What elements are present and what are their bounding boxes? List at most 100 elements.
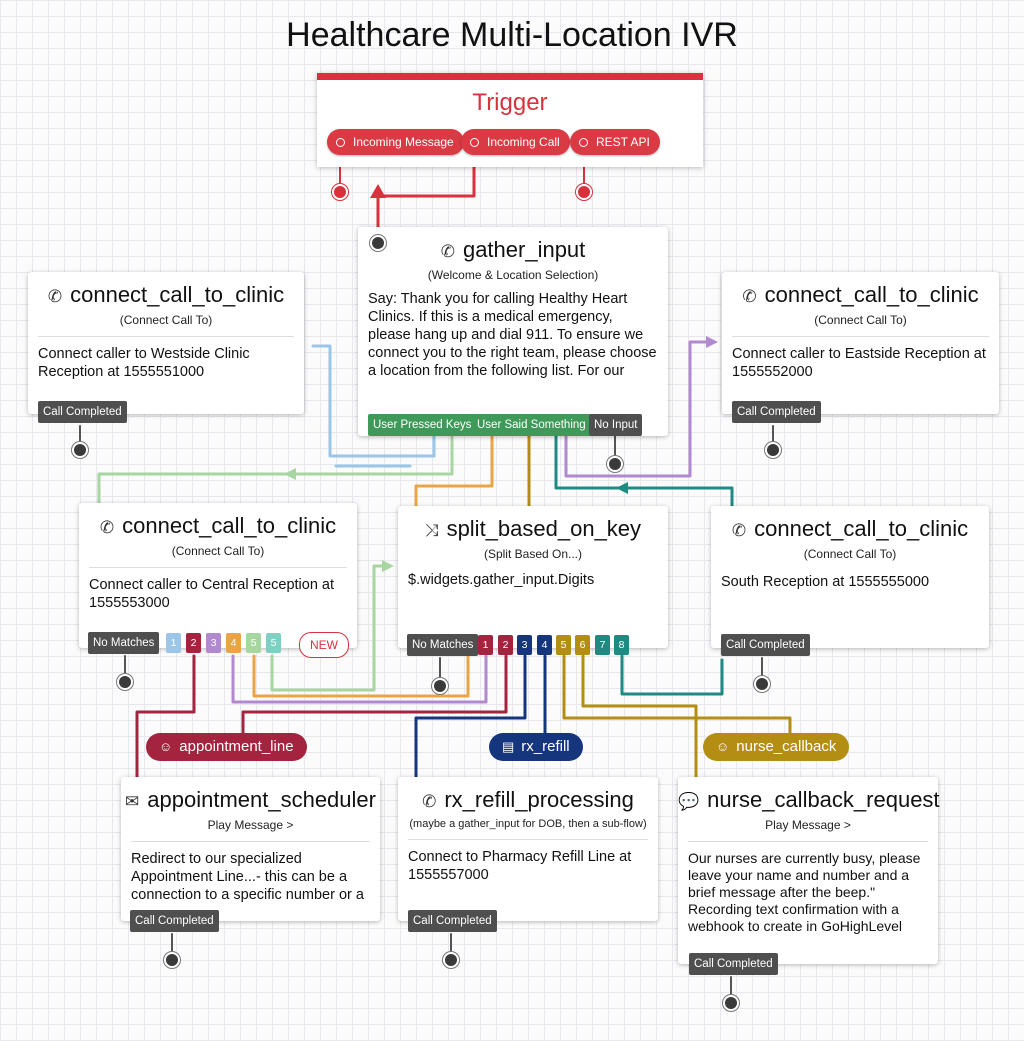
rest-api-pill[interactable]: REST API [570,129,660,155]
south-body: South Reception at 1555555000 [721,574,930,590]
document-icon: ▤ [502,739,515,754]
divider [131,841,370,842]
nurse-call-completed[interactable]: Call Completed [689,953,778,975]
trigger-title: Trigger [472,89,548,116]
wire-key1-westside [311,344,436,458]
split-key-6[interactable]: 6 [575,635,590,655]
central-no-match-port[interactable] [119,676,131,688]
phone-call-icon: ✆ [47,287,63,306]
envelope-icon: ✉ [125,792,140,811]
user-said-something-output[interactable]: User Said Something [472,414,591,436]
westside-out-port[interactable] [74,444,86,456]
gather-input-name: gather_input [462,237,586,262]
south-out-port[interactable] [756,678,768,690]
wire-keys-central [97,434,454,505]
phone-icon: ✆ [422,792,437,811]
split-no-match-port[interactable] [434,680,446,692]
nurse-callback-request-node[interactable]: 💬nurse_callback_request Play Message > O… [678,777,940,964]
wire-split-crimson [241,654,508,736]
south-call-completed[interactable]: Call Completed [721,634,810,656]
rx-body: Connect to Pharmacy Refill Line at 15555… [408,849,632,883]
trigger-port-api[interactable] [578,186,590,198]
wire-arrow-purple [706,336,718,348]
wire-arrow-trigger [370,184,386,198]
split-key-5[interactable]: 5 [556,635,571,655]
central-key-5[interactable]: 5 [246,633,261,653]
wire-split-navy1 [414,654,527,780]
connect-eastside-node[interactable]: ✆connect_call_to_clinic (Connect Call To… [722,272,999,414]
appointment-scheduler-node[interactable]: ✉appointment_scheduler Play Message > Re… [121,777,380,921]
wire-central-purple [231,654,488,704]
split-body: $.widgets.gather_input.Digits [408,572,595,588]
circle-icon [336,138,345,147]
circle-icon [579,138,588,147]
no-input-output[interactable]: No Input [589,414,643,436]
wire-arrow-into-split [382,560,394,572]
central-body: Connect caller to Central Reception at 1… [89,577,335,611]
split-based-on-key-node[interactable]: ⤨split_based_on_key (Split Based On...) … [398,506,668,648]
central-no-matches[interactable]: No Matches [88,632,160,654]
divider [732,336,989,337]
shuffle-icon: ⤨ [424,521,439,540]
incoming-call-pill[interactable]: Incoming Call [461,129,570,155]
wire-split-teal [620,654,724,696]
wire-purple-eastside [564,340,714,478]
rx-refill-badge[interactable]: ▤rx_refill [489,733,583,761]
divider [408,839,648,840]
new-badge[interactable]: NEW [299,632,349,658]
gather-input-subtitle: (Welcome & Location Selection) [427,268,599,282]
split-key-4[interactable]: 4 [537,635,552,655]
split-key-3[interactable]: 3 [517,635,532,655]
wire-arrow-green [284,468,296,480]
connect-south-node[interactable]: ✆connect_call_to_clinic (Connect Call To… [711,506,989,648]
connect-central-node[interactable]: ✆connect_call_to_clinic (Connect Call To… [79,503,357,648]
central-key-1[interactable]: 1 [166,633,181,653]
eastside-out-port[interactable] [767,444,779,456]
rx-out-port[interactable] [445,954,457,966]
split-no-matches[interactable]: No Matches [407,634,479,656]
nurse-body: Our nurses are currently busy, please le… [688,850,921,934]
wire-central-crimson [135,654,196,780]
split-key-8[interactable]: 8 [614,635,629,655]
appointment-out-port[interactable] [166,954,178,966]
central-key-4[interactable]: 4 [226,633,241,653]
circle-icon [470,138,479,147]
nurse-out-port[interactable] [725,997,737,1009]
wire-orange [414,434,494,508]
wire-trigger-to-gather [376,155,476,230]
user-icon: ☺ [159,739,173,754]
nurse-callback-badge[interactable]: ☺nurse_callback [703,733,850,761]
user-pressed-keys-output[interactable]: User Pressed Keys [368,414,477,436]
central-key-3[interactable]: 3 [206,633,221,653]
wire-split-gold2 [581,654,698,780]
phone-call-icon: ✆ [99,518,115,537]
incoming-message-pill[interactable]: Incoming Message [327,129,464,155]
appointment-line-badge[interactable]: ☺appointment_line [146,733,307,761]
wire-arrow-teal [616,482,628,494]
wire-central-orange [252,654,470,698]
appointment-call-completed[interactable]: Call Completed [130,910,219,932]
wire-central-green [270,564,388,692]
no-input-port[interactable] [609,458,621,470]
gather-input-in-port[interactable] [372,237,384,249]
westside-call-completed[interactable]: Call Completed [38,401,127,423]
westside-body: Connect caller to Westside Clinic Recept… [38,346,250,380]
rx-refill-processing-node[interactable]: ✆rx_refill_processing (maybe a gather_in… [398,777,658,921]
gather-input-node[interactable]: ✆gather_input (Welcome & Location Select… [358,227,668,436]
central-key-5b[interactable]: 5 [266,633,281,653]
divider [89,567,347,568]
phone-call-icon: ✆ [742,287,757,306]
split-key-2[interactable]: 2 [498,635,513,655]
appointment-body: Redirect to our specialized Appointment … [131,851,364,903]
trigger-port-message[interactable] [334,186,346,198]
connect-westside-node[interactable]: ✆connect_call_to_clinic (Connect Call To… [28,272,304,414]
split-key-1[interactable]: 1 [478,635,493,655]
wire-teal-south [554,434,734,508]
split-key-7[interactable]: 7 [595,635,610,655]
trigger-accent-bar [317,73,703,80]
rx-call-completed[interactable]: Call Completed [408,910,497,932]
page-title: Healthcare Multi-Location IVR [286,16,738,54]
eastside-body: Connect caller to Eastside Reception at … [732,346,986,380]
central-key-2[interactable]: 2 [186,633,201,653]
eastside-call-completed[interactable]: Call Completed [732,401,821,423]
